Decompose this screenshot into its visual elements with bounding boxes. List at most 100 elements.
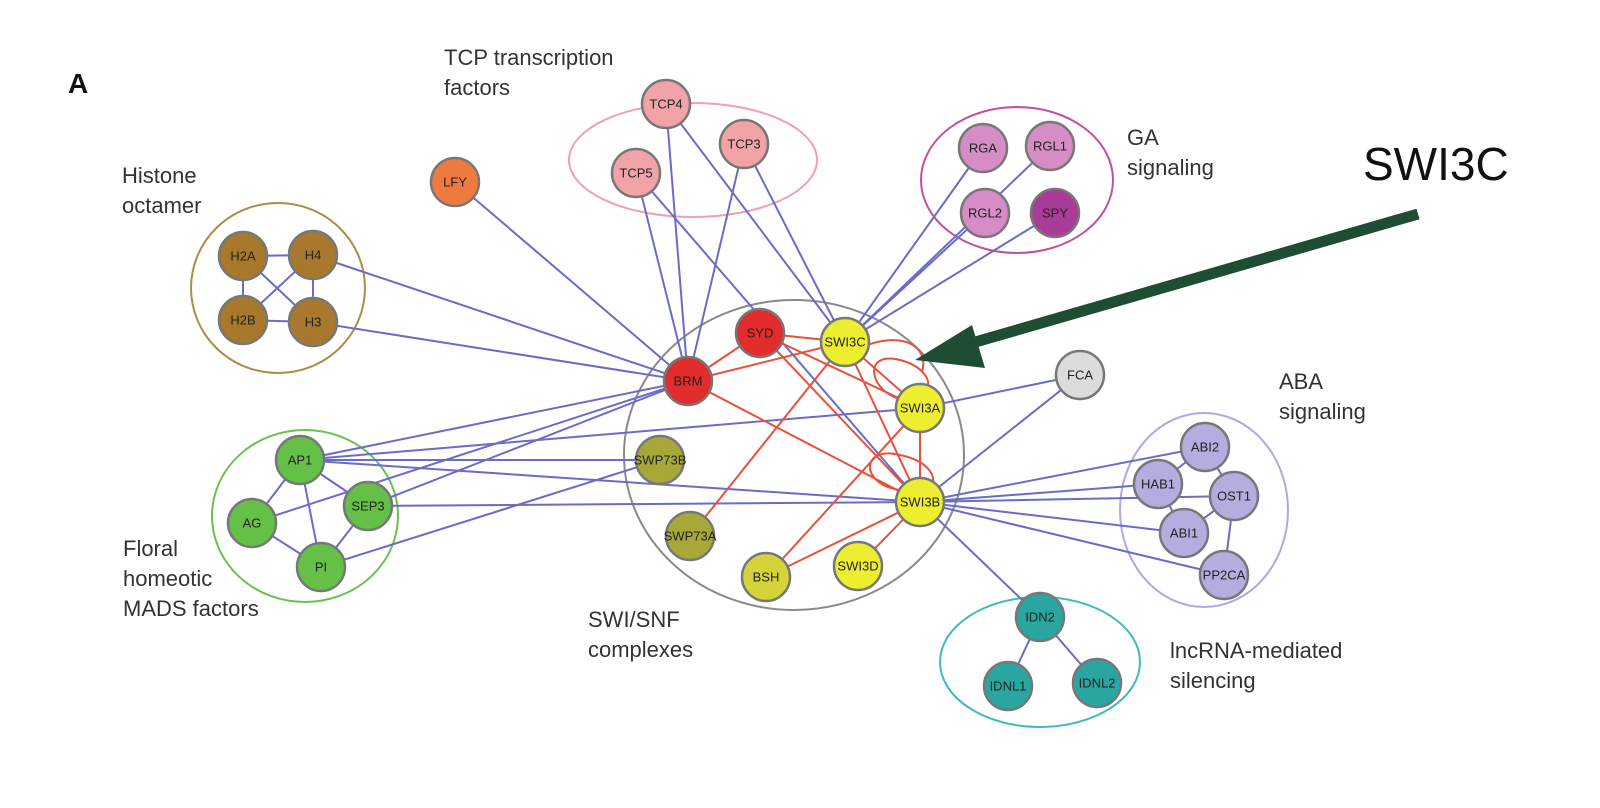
group-ring-swisnf	[623, 299, 965, 611]
edge-blue-ap1-swi3b	[299, 459, 921, 503]
group-ring-tcp	[568, 102, 818, 218]
node-label-swp73b: SWP73B	[634, 453, 687, 468]
node-circle-brm	[662, 355, 714, 407]
edge-blue-swi3a-fca	[919, 374, 1081, 409]
node-circle-rgl1	[1024, 120, 1076, 172]
edge-blue-ag-brm	[251, 380, 689, 524]
node-h4: H4	[287, 229, 339, 281]
node-swi3a: SWI3A	[894, 382, 946, 434]
edge-blue-swi3b-hab1	[919, 483, 1159, 503]
node-circle-idnl1	[982, 660, 1034, 712]
edge-red-brm-swi3c	[687, 341, 846, 382]
node-tcp4: TCP4	[640, 78, 692, 130]
node-idnl1: IDNL1	[982, 660, 1034, 712]
swi3c-callout: SWI3C	[915, 138, 1509, 368]
node-swi3d: SWI3D	[832, 540, 884, 592]
node-label-swi3a: SWI3A	[900, 401, 941, 416]
node-label-idn2: IDN2	[1025, 610, 1055, 625]
group-ring-histone	[190, 202, 366, 374]
node-label-rgl1: RGL1	[1033, 139, 1067, 154]
group-ring-ga	[920, 106, 1114, 254]
edge-blue-swi3b-abi1	[919, 501, 1185, 534]
node-label-idnl1: IDNL1	[990, 679, 1027, 694]
node-label-tcp4: TCP4	[649, 97, 682, 112]
node-label-h2a: H2A	[230, 249, 256, 264]
group-rings	[190, 102, 1289, 728]
node-circle-ag	[226, 497, 278, 549]
node-h2a: H2A	[217, 230, 269, 282]
edge-blue-tcp4-swi3c	[665, 103, 846, 343]
node-sep3: SEP3	[342, 480, 394, 532]
edge-blue-h4-brm	[312, 254, 689, 382]
node-circle-tcp4	[640, 78, 692, 130]
node-circle-hab1	[1132, 458, 1184, 510]
node-circle-tcp3	[718, 118, 770, 170]
node-label-fca: FCA	[1067, 368, 1093, 383]
node-hab1: HAB1	[1132, 458, 1184, 510]
node-ap1: AP1	[274, 434, 326, 486]
node-circle-abi2	[1179, 421, 1231, 473]
node-label-abi1: ABI1	[1170, 526, 1198, 541]
node-circle-swp73a	[664, 510, 716, 562]
node-spy: SPY	[1029, 187, 1081, 239]
node-label-h3: H3	[305, 315, 322, 330]
node-label-abi2: ABI2	[1191, 440, 1219, 455]
edge-red-swi3a-bsh	[765, 407, 921, 578]
node-label-idnl2: IDNL2	[1079, 676, 1116, 691]
node-circle-h2a	[217, 230, 269, 282]
edge-blue-swi3b-ost1	[919, 495, 1235, 503]
node-label-swp73a: SWP73A	[664, 529, 717, 544]
edge-blue-swi3b-idn2	[919, 501, 1041, 618]
node-idn2: IDN2	[1014, 591, 1066, 643]
node-circle-swi3c	[819, 316, 871, 368]
node-label-sep3: SEP3	[351, 499, 384, 514]
edge-blue-tcp4-brm	[665, 103, 689, 382]
edge-blue-tcp5-brm	[635, 172, 689, 382]
node-label-bsh: BSH	[753, 570, 780, 585]
node-swi3b: SWI3B	[894, 476, 946, 528]
node-brm: BRM	[662, 355, 714, 407]
node-h2b: H2B	[217, 294, 269, 346]
edge-blue-rgl2-swi3c	[844, 212, 986, 343]
node-circle-bsh	[740, 551, 792, 603]
node-label-pi: PI	[315, 560, 327, 575]
node-circle-idnl2	[1071, 657, 1123, 709]
node-label-rgl2: RGL2	[968, 206, 1002, 221]
node-label-ost1: OST1	[1217, 489, 1251, 504]
node-label-ag: AG	[243, 516, 262, 531]
node-label-brm: BRM	[674, 374, 703, 389]
node-circle-swi3d	[832, 540, 884, 592]
panel-label: A	[68, 68, 88, 99]
node-circle-spy	[1029, 187, 1081, 239]
node-circle-pp2ca	[1198, 549, 1250, 601]
node-circle-swi3b	[894, 476, 946, 528]
network-edges	[242, 103, 1235, 687]
node-circle-swp73b	[634, 434, 686, 486]
callout-arrowhead	[915, 325, 985, 368]
node-idnl2: IDNL2	[1071, 657, 1123, 709]
node-fca: FCA	[1054, 349, 1106, 401]
node-label-pp2ca: PP2CA	[1203, 568, 1246, 583]
node-circle-lfy	[429, 156, 481, 208]
node-label-lfy: LFY	[443, 175, 467, 190]
node-syd: SYD	[734, 307, 786, 359]
group-ring-floral	[211, 429, 399, 603]
node-circle-idn2	[1014, 591, 1066, 643]
edge-red-brm-swi3b	[687, 380, 921, 503]
node-circle-ost1	[1208, 470, 1260, 522]
node-label-tcp5: TCP5	[619, 166, 652, 181]
edge-red-swi3c-swi3b	[844, 341, 921, 503]
edge-blue-fca-swi3b	[919, 374, 1081, 503]
self-loop-swi3a	[873, 357, 930, 401]
node-label-swi3b: SWI3B	[900, 495, 940, 510]
node-h3: H3	[287, 296, 339, 348]
node-circle-syd	[734, 307, 786, 359]
node-label-tcp3: TCP3	[727, 137, 760, 152]
edge-blue-spy-swi3c	[844, 212, 1056, 343]
edge-blue-ap1-brm	[299, 380, 689, 461]
